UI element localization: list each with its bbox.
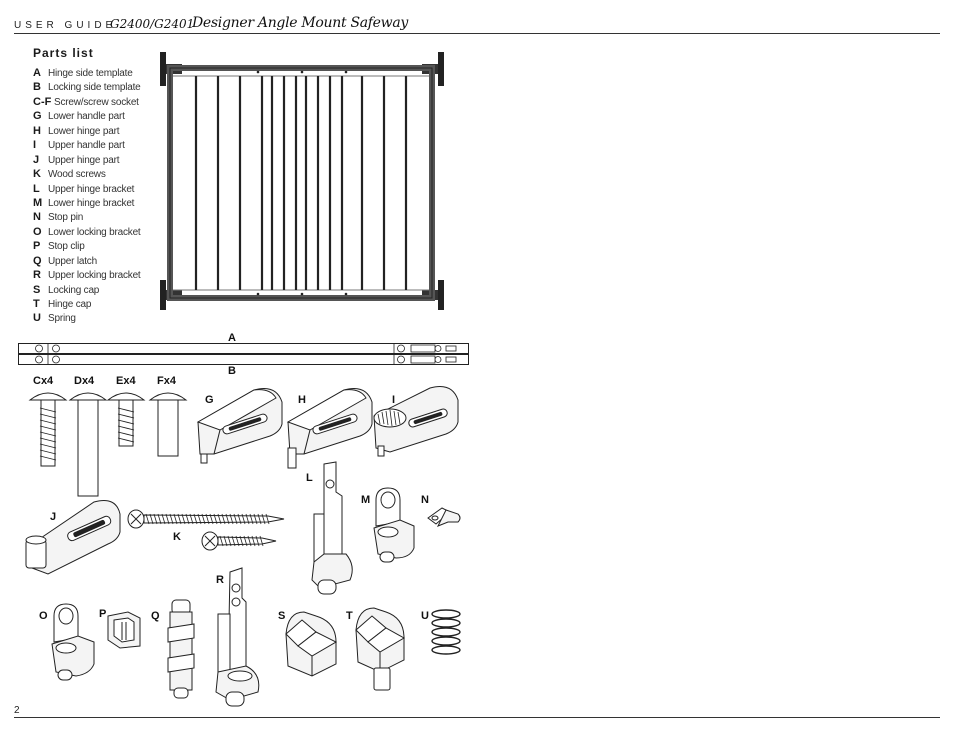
model-number: G2400/G2401: [110, 17, 195, 31]
upper-locking-bracket-R: [215, 567, 260, 707]
label-I: I: [392, 394, 396, 406]
wood-screw-long-K: [127, 509, 285, 529]
upper-hinge-part-J: [25, 500, 121, 575]
label-F: Fx4: [157, 375, 176, 387]
label-G: G: [205, 394, 214, 406]
page-number: 2: [14, 705, 20, 716]
screw-socket-D: [68, 392, 108, 497]
lower-hinge-bracket-M: [373, 487, 415, 563]
label-O: O: [39, 610, 48, 622]
header-rule: [14, 33, 940, 34]
lower-hinge-part-H: [286, 388, 373, 469]
label-S: S: [278, 610, 286, 622]
label-A: A: [228, 332, 236, 344]
templates-A-B: [18, 343, 469, 365]
label-M: M: [361, 494, 371, 506]
label-R: R: [216, 574, 224, 586]
upper-latch-Q: [167, 599, 195, 699]
hinge-cap-T: [355, 607, 406, 691]
spring-U: [431, 609, 461, 655]
product-name: Designer Angle Mount Safeway: [192, 15, 408, 31]
label-L: L: [306, 472, 313, 484]
lower-handle-part-G: [196, 388, 283, 464]
lower-locking-bracket-O: [51, 603, 95, 681]
page-header: USER GUIDE G2400/G2401 Designer Angle Mo…: [14, 15, 940, 35]
label-T: T: [346, 610, 353, 622]
upper-hinge-bracket-L: [311, 461, 353, 595]
guide-label: USER GUIDE: [14, 20, 117, 31]
label-C: Cx4: [33, 375, 54, 387]
label-N: N: [421, 494, 429, 506]
wood-screw-short-K: [201, 531, 277, 551]
label-U: U: [421, 610, 429, 622]
label-D: Dx4: [74, 375, 95, 387]
label-J: J: [50, 511, 57, 523]
label-K: K: [173, 531, 181, 543]
screw-C: [28, 392, 68, 467]
label-P: P: [99, 608, 107, 620]
parts-list-title: Parts list: [33, 46, 94, 60]
footer-rule: [14, 717, 940, 718]
stop-pin-N: [427, 507, 461, 527]
gate-illustration: [160, 52, 444, 310]
stop-clip-P: [107, 611, 141, 649]
screw-E: [106, 392, 146, 447]
label-E: Ex4: [116, 375, 136, 387]
label-H: H: [298, 394, 306, 406]
upper-handle-part-I: [373, 386, 459, 457]
locking-cap-S: [285, 611, 338, 677]
label-Q: Q: [151, 610, 160, 622]
label-B: B: [228, 365, 236, 377]
screw-socket-F: [148, 392, 188, 457]
